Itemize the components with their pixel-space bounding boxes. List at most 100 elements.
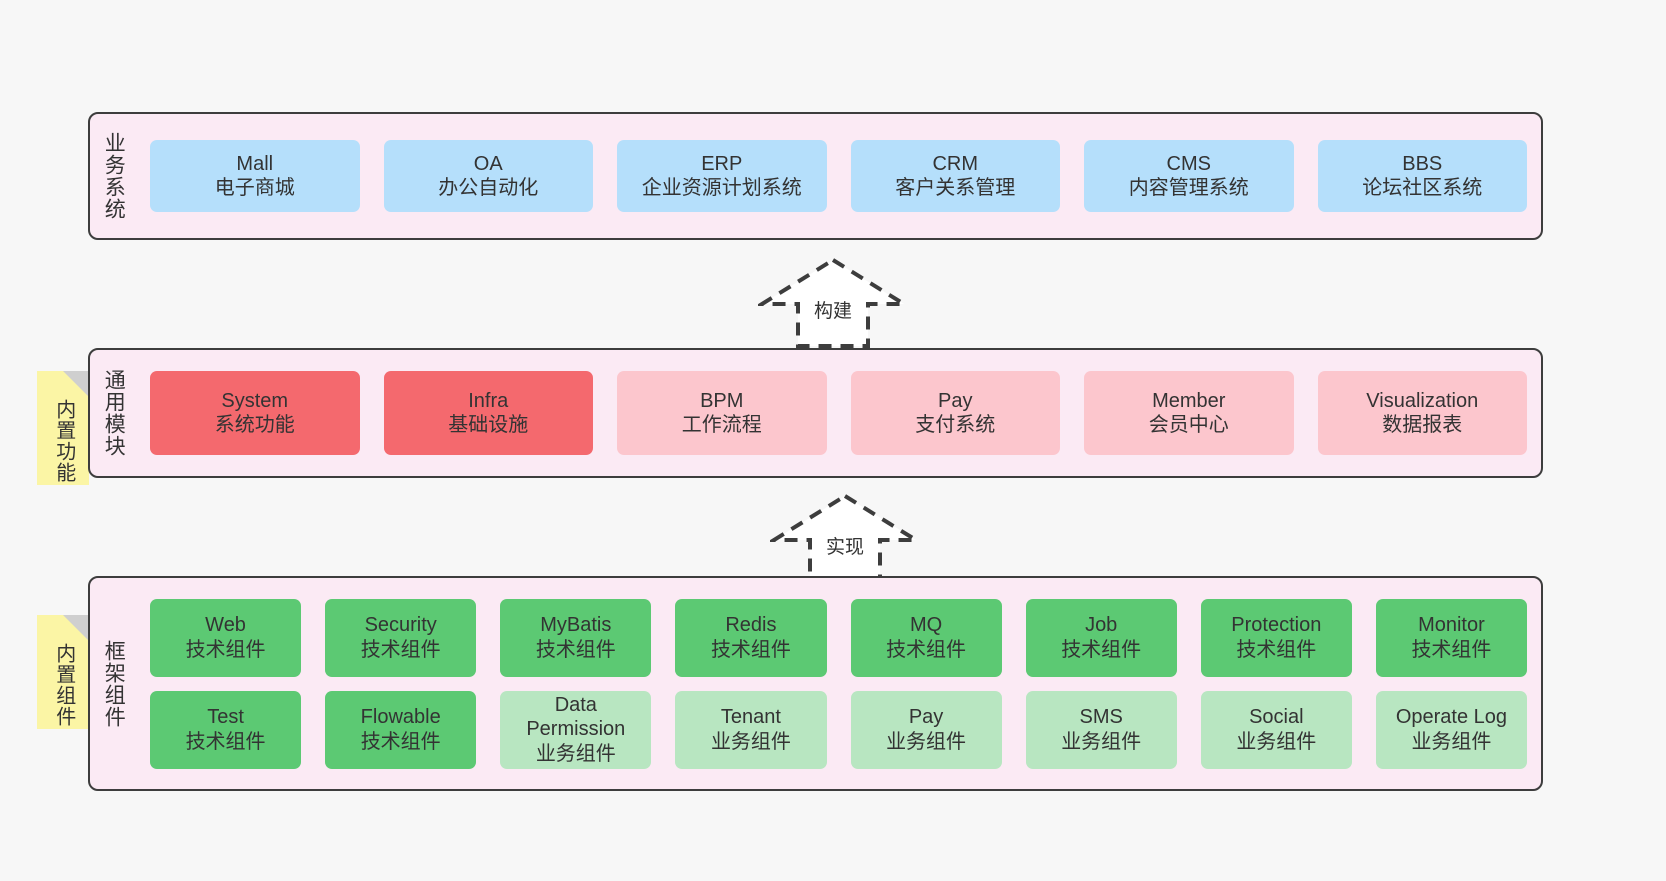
node-label-en: Tenant bbox=[720, 706, 781, 729]
node-protection[interactable]: Protection 技术组件 bbox=[1200, 598, 1352, 677]
node-label-en: Operate Log bbox=[1395, 706, 1508, 729]
node-label-en: SMS bbox=[1079, 706, 1123, 729]
node-label-cn: 电子商城 bbox=[214, 177, 295, 199]
node-crm[interactable]: CRM 客户关系管理 bbox=[850, 140, 1060, 212]
node-label-cn: 工作流程 bbox=[681, 414, 762, 436]
node-pay[interactable]: Pay 支付系统 bbox=[850, 371, 1060, 455]
node-system[interactable]: System 系统功能 bbox=[150, 371, 360, 455]
row: Test 技术组件 Flowable 技术组件 Data Permission … bbox=[150, 690, 1527, 769]
node-bpm[interactable]: BPM 工作流程 bbox=[617, 371, 827, 455]
node-label-en: Flowable bbox=[360, 706, 441, 729]
node-oa[interactable]: OA 办公自动化 bbox=[383, 140, 593, 212]
node-label-en: MyBatis bbox=[540, 614, 612, 637]
layer-framework-components: 框架组件 Web 技术组件 Security 技术组件 MyBatis 技术组件… bbox=[88, 576, 1543, 791]
node-label-cn: 业务组件 bbox=[535, 742, 616, 765]
note-fold-corner-icon bbox=[63, 615, 89, 641]
node-label-cn: 企业资源计划系统 bbox=[641, 177, 802, 199]
node-label-cn: 基础设施 bbox=[448, 414, 529, 436]
note-builtin-features-label: 内置功能 bbox=[52, 399, 75, 483]
node-label-en: Pay bbox=[938, 389, 973, 412]
node-label-cn: 办公自动化 bbox=[438, 177, 539, 199]
node-tenant[interactable]: Tenant 业务组件 bbox=[675, 690, 827, 769]
node-label-cn: 技术组件 bbox=[1236, 638, 1317, 661]
node-pay-component[interactable]: Pay 业务组件 bbox=[850, 690, 1002, 769]
node-label-en: BPM bbox=[700, 389, 744, 412]
node-mall[interactable]: Mall 电子商城 bbox=[150, 140, 360, 212]
layer-business-systems-title: 业务系统 bbox=[102, 132, 126, 220]
node-test[interactable]: Test 技术组件 bbox=[150, 690, 302, 769]
node-visualization[interactable]: Visualization 数据报表 bbox=[1317, 371, 1527, 455]
node-label-cn: 技术组件 bbox=[185, 730, 266, 753]
node-label-cn: 技术组件 bbox=[710, 638, 791, 661]
node-label-cn: 技术组件 bbox=[535, 638, 616, 661]
connector-build-arrow-icon bbox=[758, 257, 908, 348]
node-label-en: Security bbox=[364, 614, 437, 637]
layer-common-modules-title: 通用模块 bbox=[102, 369, 126, 457]
node-label-cn: 数据报表 bbox=[1382, 414, 1463, 436]
node-operate-log[interactable]: Operate Log 业务组件 bbox=[1375, 690, 1527, 769]
connector-implement-arrow-icon bbox=[770, 493, 920, 584]
node-label-en: BBS bbox=[1402, 152, 1443, 175]
note-builtin-features: 内置功能 bbox=[37, 371, 89, 485]
node-label-en: Job bbox=[1085, 614, 1118, 637]
layer-business-systems-body: Mall 电子商城 OA 办公自动化 ERP 企业资源计划系统 CRM 客户关系… bbox=[136, 114, 1541, 238]
node-label-en: MQ bbox=[909, 614, 943, 637]
node-label-cn: 技术组件 bbox=[1411, 638, 1492, 661]
node-label-cn: 技术组件 bbox=[360, 730, 441, 753]
connector-implement-label: 实现 bbox=[825, 537, 864, 558]
node-label-cn: 业务组件 bbox=[1236, 730, 1317, 753]
node-sms[interactable]: SMS 业务组件 bbox=[1025, 690, 1177, 769]
node-social[interactable]: Social 业务组件 bbox=[1200, 690, 1352, 769]
node-label-cn: 业务组件 bbox=[886, 730, 967, 753]
node-label-en: CMS bbox=[1166, 152, 1211, 175]
node-label-en: Test bbox=[207, 706, 244, 729]
note-builtin-components-label: 内置组件 bbox=[52, 643, 75, 727]
node-label-cn: 论坛社区系统 bbox=[1362, 177, 1483, 199]
layer-business-systems: 业务系统 Mall 电子商城 OA 办公自动化 ERP 企业资源计划系统 CRM… bbox=[88, 112, 1543, 240]
node-label-en: Member bbox=[1152, 389, 1226, 412]
node-label-cn: 业务组件 bbox=[1061, 730, 1142, 753]
layer-common-modules-body: System 系统功能 Infra 基础设施 BPM 工作流程 Pay 支付系统… bbox=[136, 350, 1541, 476]
note-builtin-components: 内置组件 bbox=[37, 615, 89, 729]
node-label-en: Mall bbox=[236, 152, 274, 175]
layer-common-modules: 通用模块 System 系统功能 Infra 基础设施 BPM 工作流程 Pay… bbox=[88, 348, 1543, 478]
note-fold-corner-icon bbox=[63, 371, 89, 397]
node-label-cn: 业务组件 bbox=[710, 730, 791, 753]
node-label-en: Data Permission bbox=[526, 693, 626, 741]
node-security[interactable]: Security 技术组件 bbox=[325, 598, 477, 677]
node-label-en: System bbox=[221, 389, 289, 412]
node-label-en: Protection bbox=[1231, 614, 1322, 637]
node-data-permission[interactable]: Data Permission 业务组件 bbox=[500, 690, 652, 769]
node-label-en: ERP bbox=[701, 152, 743, 175]
node-label-cn: 内容管理系统 bbox=[1128, 177, 1249, 199]
node-erp[interactable]: ERP 企业资源计划系统 bbox=[617, 140, 827, 212]
node-label-en: Monitor bbox=[1418, 614, 1485, 637]
node-job[interactable]: Job 技术组件 bbox=[1025, 598, 1177, 677]
node-cms[interactable]: CMS 内容管理系统 bbox=[1084, 140, 1294, 212]
node-label-en: Infra bbox=[468, 389, 509, 412]
row: Web 技术组件 Security 技术组件 MyBatis 技术组件 Redi… bbox=[150, 598, 1527, 677]
node-flowable[interactable]: Flowable 技术组件 bbox=[325, 690, 477, 769]
connector-build-arrow: 构建 bbox=[758, 256, 908, 348]
node-label-en: CRM bbox=[932, 152, 979, 175]
node-redis[interactable]: Redis 技术组件 bbox=[675, 598, 827, 677]
node-label-cn: 会员中心 bbox=[1148, 414, 1229, 436]
node-mq[interactable]: MQ 技术组件 bbox=[850, 598, 1002, 677]
layer-framework-components-body: Web 技术组件 Security 技术组件 MyBatis 技术组件 Redi… bbox=[136, 578, 1541, 789]
node-label-cn: 系统功能 bbox=[214, 414, 295, 436]
node-label-en: Pay bbox=[908, 706, 944, 729]
row: System 系统功能 Infra 基础设施 BPM 工作流程 Pay 支付系统… bbox=[150, 371, 1527, 455]
node-label-en: Social bbox=[1249, 706, 1304, 729]
node-infra[interactable]: Infra 基础设施 bbox=[383, 371, 593, 455]
node-label-cn: 支付系统 bbox=[915, 414, 996, 436]
node-label-cn: 业务组件 bbox=[1411, 730, 1492, 753]
node-monitor[interactable]: Monitor 技术组件 bbox=[1375, 598, 1527, 677]
node-web[interactable]: Web 技术组件 bbox=[150, 598, 302, 677]
node-bbs[interactable]: BBS 论坛社区系统 bbox=[1317, 140, 1527, 212]
node-mybatis[interactable]: MyBatis 技术组件 bbox=[500, 598, 652, 677]
node-member[interactable]: Member 会员中心 bbox=[1084, 371, 1294, 455]
connector-implement-arrow: 实现 bbox=[770, 492, 920, 584]
node-label-en: Redis bbox=[725, 614, 777, 637]
node-label-cn: 技术组件 bbox=[185, 638, 266, 661]
node-label-cn: 技术组件 bbox=[886, 638, 967, 661]
